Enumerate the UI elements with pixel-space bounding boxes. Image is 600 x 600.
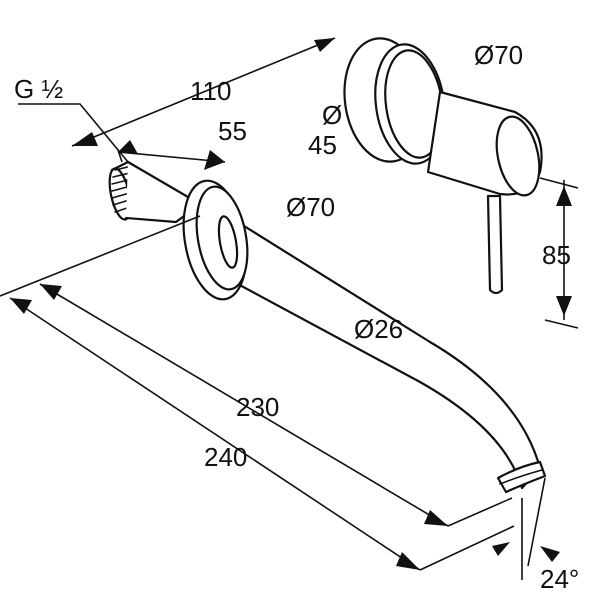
mixer-control: [343, 37, 543, 295]
label-55: 55: [218, 116, 247, 146]
mixer-handle-face: [495, 115, 541, 197]
dimension-arrows: [10, 38, 572, 570]
label-rosette-depth-symbol: Ø: [322, 100, 342, 130]
label-rosette-dia-spout: Ø70: [286, 192, 335, 222]
label-thread: G ½: [14, 74, 63, 104]
spout-tip: [496, 460, 547, 494]
label-angle: 24°: [540, 564, 579, 594]
spout-assembly: [108, 160, 547, 494]
label-rosette-depth-value: 45: [308, 130, 337, 160]
spout-pipe-end: [217, 215, 239, 269]
mixer-lever: [486, 194, 504, 295]
label-rosette-dia-top: Ø70: [474, 40, 523, 70]
label-85: 85: [542, 240, 571, 270]
label-110: 110: [190, 76, 231, 106]
label-230: 230: [236, 392, 279, 422]
label-240: 240: [204, 442, 247, 472]
label-pipe-dia: Ø26: [354, 314, 403, 344]
